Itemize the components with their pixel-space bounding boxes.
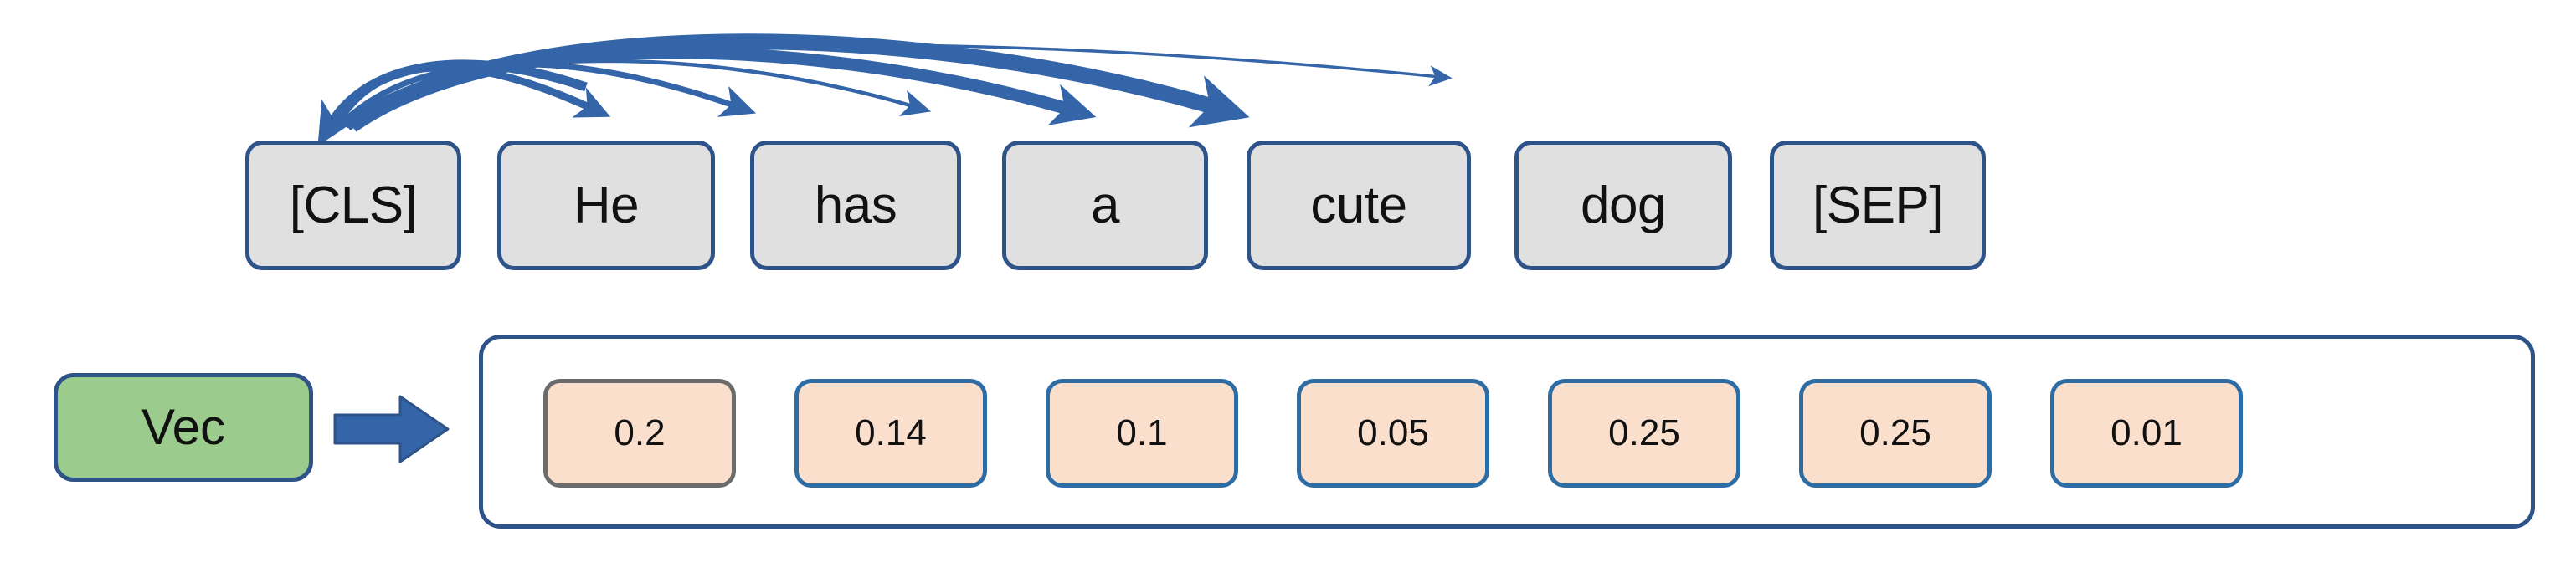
attention-arc-cls-to-cute xyxy=(342,46,1097,131)
attention-arc-cls-to-has xyxy=(336,61,757,130)
value-box[interactable]: 0.05 xyxy=(1297,379,1489,488)
value-label: 0.05 xyxy=(1357,412,1429,453)
token-label: [CLS] xyxy=(289,176,418,234)
value-label: 0.25 xyxy=(1859,412,1931,453)
token-label: He xyxy=(573,176,640,234)
attention-arc-cls-to-dog xyxy=(347,33,1250,132)
token-label: [SEP] xyxy=(1812,176,1944,234)
attention-vector-container: 0.2 0.14 0.1 0.05 0.25 0.25 0.01 xyxy=(479,335,2535,529)
token-label: cute xyxy=(1310,176,1407,234)
token-box-cute[interactable]: cute xyxy=(1247,141,1471,270)
value-label: 0.1 xyxy=(1116,412,1168,453)
token-label: has xyxy=(814,176,897,234)
token-box-sep[interactable]: [SEP] xyxy=(1770,141,1986,270)
token-box-a[interactable]: a xyxy=(1002,141,1208,270)
value-label: 0.2 xyxy=(614,412,666,453)
attention-arc-cls-to-a xyxy=(340,59,932,129)
vec-box[interactable]: Vec xyxy=(54,373,313,482)
token-row: [CLS] He has a cute dog [SEP] xyxy=(0,141,2576,274)
token-box-he[interactable]: He xyxy=(497,141,715,270)
attention-arc-cls-to-sep xyxy=(345,43,1453,129)
token-box-cls[interactable]: [CLS] xyxy=(245,141,461,270)
right-block-arrow-icon xyxy=(333,395,450,463)
value-box[interactable]: 0.2 xyxy=(543,379,736,488)
vec-label: Vec xyxy=(141,399,226,455)
value-label: 0.25 xyxy=(1608,412,1680,453)
value-box[interactable]: 0.1 xyxy=(1046,379,1238,488)
value-label: 0.01 xyxy=(2111,412,2183,453)
attention-arc-cls-to-he xyxy=(332,64,611,130)
value-box[interactable]: 0.25 xyxy=(1799,379,1992,488)
attention-arc-cls-to-cls xyxy=(317,59,588,146)
value-box[interactable]: 0.14 xyxy=(794,379,987,488)
token-label: dog xyxy=(1581,176,1666,234)
token-box-has[interactable]: has xyxy=(750,141,961,270)
token-label: a xyxy=(1091,176,1119,234)
value-box[interactable]: 0.01 xyxy=(2050,379,2243,488)
token-box-dog[interactable]: dog xyxy=(1514,141,1732,270)
value-label: 0.14 xyxy=(855,412,927,453)
value-box[interactable]: 0.25 xyxy=(1548,379,1740,488)
